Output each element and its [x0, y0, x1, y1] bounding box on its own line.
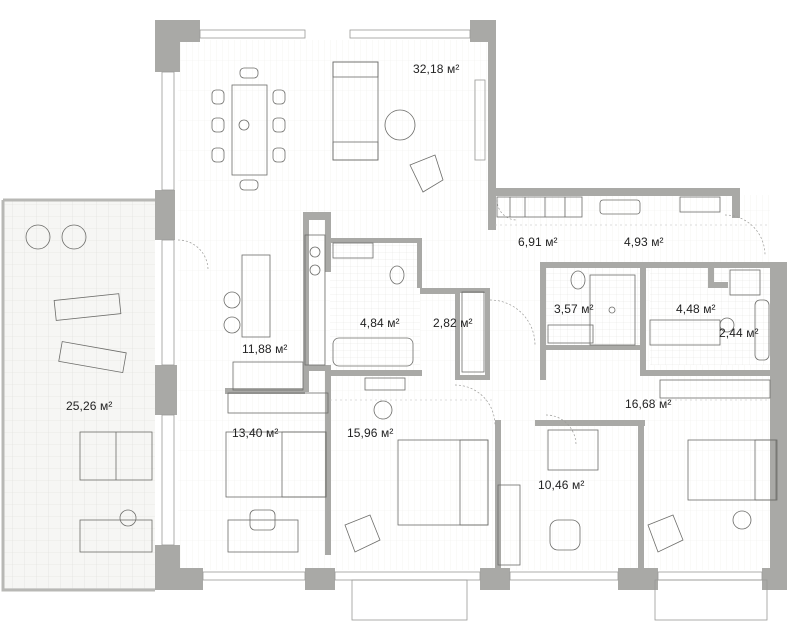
bath-fixtures: [332, 242, 770, 373]
living-furniture: [223, 61, 444, 338]
terrace: [1, 198, 155, 592]
room-label-laundry: 2,44 м²: [719, 326, 759, 340]
room-label-kitchen: 11,88 м²: [242, 342, 288, 356]
interior-walls: [225, 212, 780, 570]
bedroom-furniture: [225, 377, 778, 566]
exterior-walls: [155, 20, 787, 590]
room-label-corridor-east: 4,93 м²: [624, 235, 664, 249]
room-label-bedroom-east: 16,68 м²: [625, 397, 672, 411]
room-label-closet: 2,82 м²: [433, 316, 473, 330]
dining-table: [211, 67, 286, 191]
room-label-bath-east: 4,48 м²: [676, 302, 716, 316]
room-label-hall: 6,91 м²: [518, 235, 558, 249]
room-label-terrace: 25,26 м²: [66, 399, 113, 413]
room-label-bedroom-small: 10,46 м²: [538, 478, 585, 492]
room-label-living: 32,18 м²: [413, 62, 460, 76]
terrace-furniture: [25, 224, 153, 553]
windows: [161, 29, 768, 621]
room-label-bath-guest: 3,57 м²: [554, 302, 594, 316]
room-label-study: 13,40 м²: [232, 426, 279, 440]
kitchen-counters: [232, 196, 721, 391]
room-label-bath-main: 4,84 м²: [360, 316, 400, 330]
room-label-bedroom-main: 15,96 м²: [347, 426, 394, 440]
zone-dividers: [330, 224, 770, 401]
doors: [177, 199, 766, 446]
